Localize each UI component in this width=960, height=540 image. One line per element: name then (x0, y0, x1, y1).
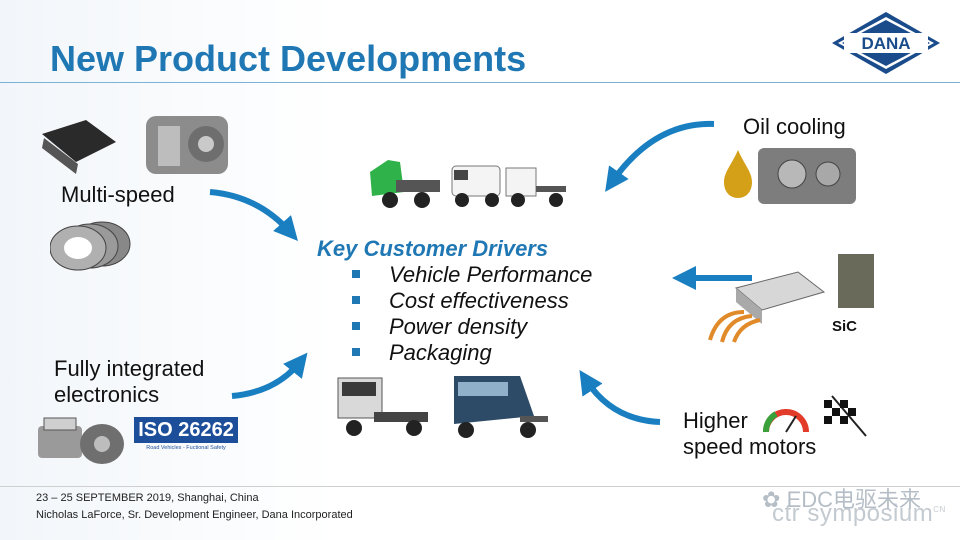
bullet-icon (352, 322, 360, 330)
logo-text: DANA (861, 34, 910, 53)
motors-label-line2: speed motors (683, 434, 817, 459)
wechat-icon: ✿ (762, 487, 781, 512)
sic-module-image (708, 254, 874, 343)
bullet-icon (352, 296, 360, 304)
bullet-icon (352, 348, 360, 356)
oil-cooling-image (724, 148, 856, 204)
electronics-label-line1: Fully integrated (54, 356, 205, 381)
transmission-image (42, 116, 228, 174)
driver-item: Power density (352, 314, 592, 340)
bullet-icon (352, 270, 360, 278)
title-divider (0, 82, 960, 83)
slide-title: New Product Developments (50, 38, 527, 79)
key-drivers-heading: Key Customer Drivers (317, 236, 549, 261)
sic-label: SiC (832, 318, 858, 335)
driver-item: Vehicle Performance (352, 262, 592, 288)
trucks-top-image (370, 160, 566, 208)
oil-cooling-label: Oil cooling (743, 114, 846, 139)
clutch-plates-image (50, 221, 131, 271)
iso-badge-subtitle: Road Vehicles - Fuctional Safety (146, 445, 226, 451)
multi-speed-label: Multi-speed (61, 182, 175, 207)
symposium-watermark: ctr symposiumCN (772, 500, 946, 527)
speed-icons-image (763, 395, 867, 437)
dana-logo: DANA (832, 12, 940, 74)
e-axle-image (38, 417, 124, 464)
motors-label-line1: Higher (683, 408, 748, 433)
footer-date: 23 – 25 SEPTEMBER 2019, Shanghai, China (36, 492, 259, 504)
footer-divider (0, 486, 960, 487)
watermark-text: ✿ EDC电驱未来 (762, 487, 922, 512)
driver-item: Packaging (352, 340, 592, 366)
driver-item: Cost effectiveness (352, 288, 592, 314)
trucks-bottom-image (337, 376, 548, 438)
footer-presenter: Nicholas LaForce, Sr. Development Engine… (36, 509, 353, 521)
checkered-flag-icon (824, 395, 867, 437)
key-drivers-list: Vehicle Performance Cost effectiveness P… (352, 262, 592, 366)
iso-badge-text: ISO 26262 (134, 417, 238, 443)
electronics-label-line2: electronics (54, 382, 160, 407)
iso-26262-badge: ISO 26262 Road Vehicles - Fuctional Safe… (134, 417, 238, 455)
